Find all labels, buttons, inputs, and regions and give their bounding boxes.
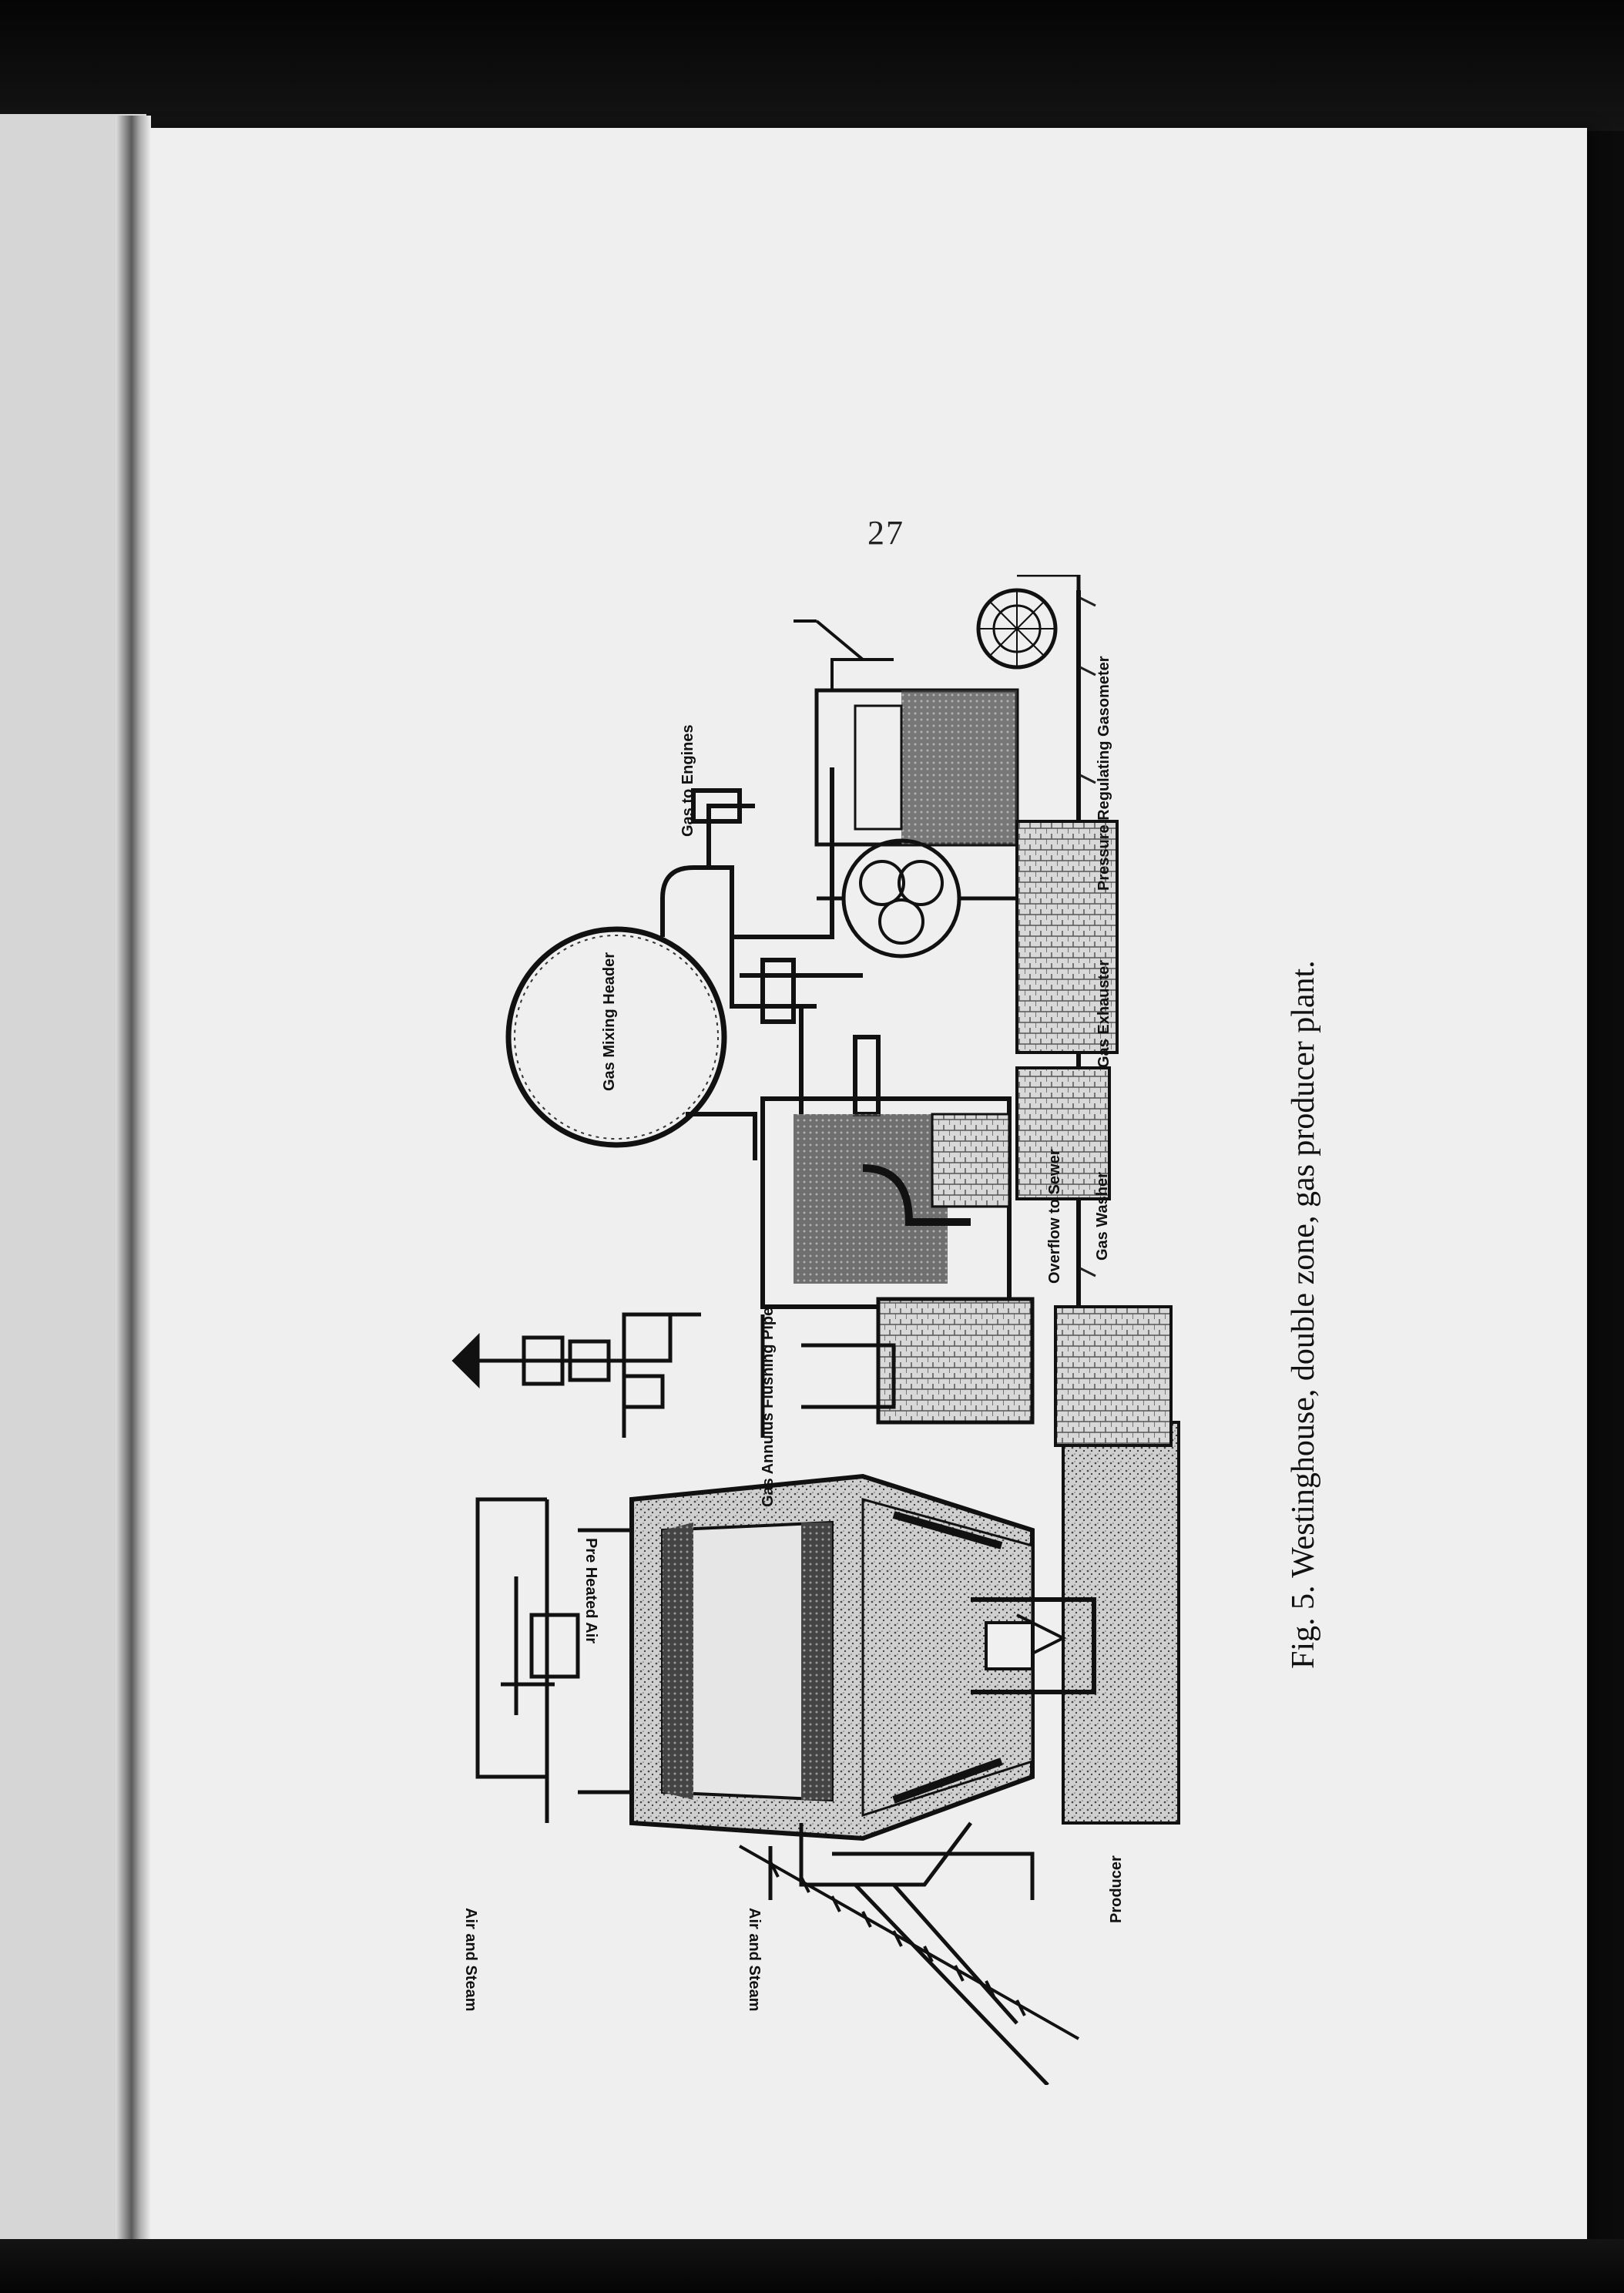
book-page: 27 (146, 128, 1587, 2262)
book-gutter (116, 116, 151, 2250)
page-number: 27 (867, 514, 904, 552)
gas-washer (760, 1096, 1012, 1309)
exhauster-foundation (1015, 820, 1119, 1054)
vent-stack (451, 1312, 701, 1438)
fan-wheel (976, 572, 1081, 670)
staircase (739, 1845, 1079, 2040)
producer-foundation (1062, 1421, 1180, 1825)
figure-caption: Fig. 5. Westinghouse, double zone, gas p… (1286, 960, 1321, 1669)
scan-bottom-border (0, 2239, 1624, 2293)
washer-foundation (1015, 1066, 1111, 1200)
pressure-regulating-gasometer (794, 619, 1019, 847)
producer (629, 1473, 1096, 1841)
scan-top-border (0, 0, 1624, 131)
gas-piping (660, 767, 881, 1160)
air-and-steam-pipes (768, 1821, 1049, 2087)
gas-exhauster (817, 838, 1017, 958)
gas-annulus-flushing-pipe (760, 1297, 1035, 1438)
charging-frame (475, 1497, 632, 1823)
gas-mixing-header (505, 926, 727, 1148)
seal-pit (1054, 1305, 1173, 1447)
gas-producer-plant-illustration (431, 572, 1294, 2087)
plant-diagram-svg (451, 572, 1180, 2087)
